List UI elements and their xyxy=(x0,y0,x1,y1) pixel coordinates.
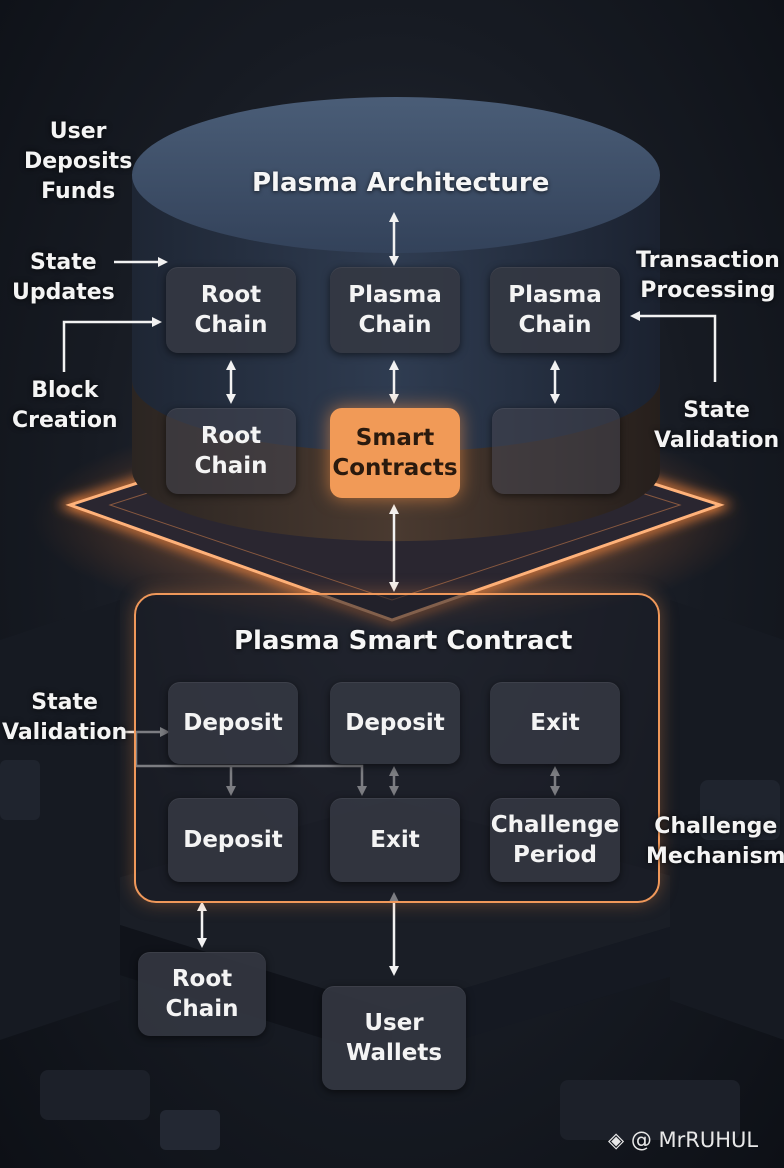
block-creation-label: Block Creation xyxy=(12,378,118,433)
panel-exit-box-1: Exit xyxy=(490,682,620,764)
upper-plasma-chain-box: Plasma Chain xyxy=(330,267,460,353)
lower-root-chain-box: Root Chain xyxy=(166,408,296,494)
user-deposits-label: User Deposits Funds xyxy=(24,119,133,204)
diamond-logo-icon: ◈ xyxy=(608,1128,631,1152)
panel-deposit-box-3: Deposit xyxy=(168,798,298,882)
smart-contract-panel-title: Plasma Smart Contract xyxy=(234,626,573,656)
challenge-mechanism-label: Challenge Mechanism xyxy=(646,814,784,869)
watermark-text: @ MrRUHUL xyxy=(630,1128,759,1152)
transaction-processing-label: Transaction Processing xyxy=(636,248,780,303)
diagram-title: Plasma Architecture xyxy=(252,168,550,198)
smart-contracts-box: Smart Contracts xyxy=(330,408,460,498)
panel-challenge-period-box: Challenge Period xyxy=(490,798,620,882)
panel-deposit-box-2: Deposit xyxy=(330,682,460,764)
state-validation-left-label: State Validation xyxy=(2,690,128,745)
bottom-root-chain-box: Root Chain xyxy=(138,952,266,1036)
state-validation-right-label: State Validation xyxy=(654,398,780,453)
upper-plasma-chain-box-2: Plasma Chain xyxy=(490,267,620,353)
empty-box xyxy=(492,408,620,494)
watermark: ◈ @ MrRUHUL xyxy=(608,1128,758,1152)
user-wallets-box: User Wallets xyxy=(322,986,466,1090)
panel-deposit-box-1: Deposit xyxy=(168,682,298,764)
state-updates-label: State Updates xyxy=(12,250,115,305)
panel-exit-box-2: Exit xyxy=(330,798,460,882)
upper-root-chain-box: Root Chain xyxy=(166,267,296,353)
